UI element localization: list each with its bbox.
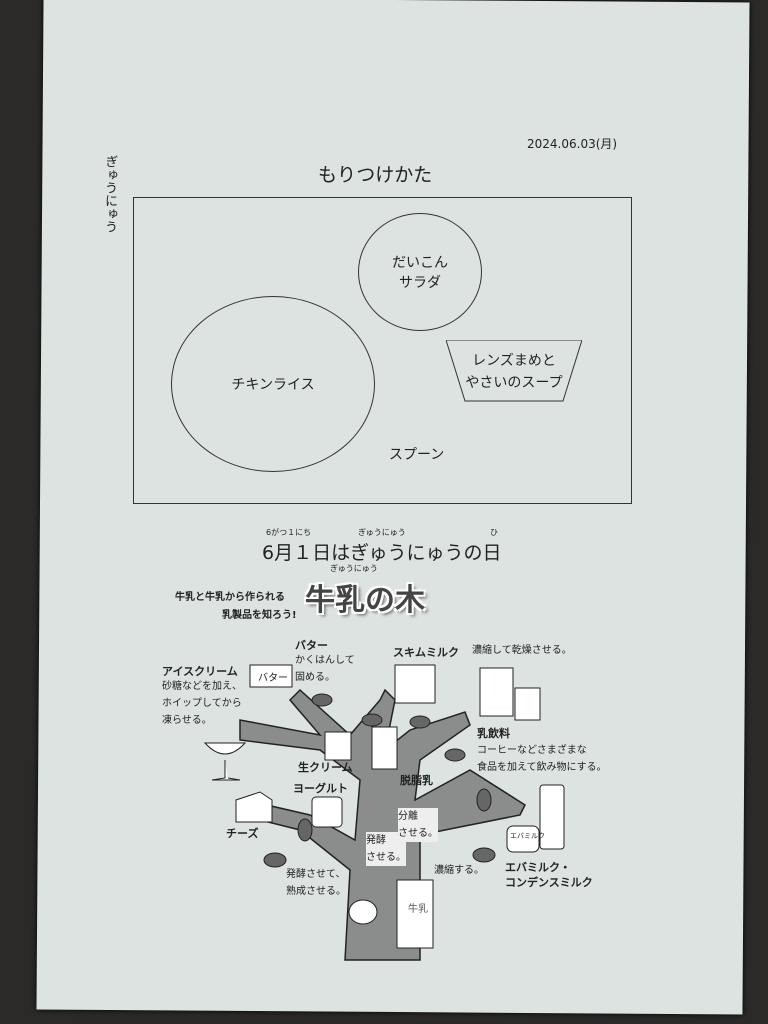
leaf	[444, 748, 466, 762]
side-label: ぎゅうにゅう	[102, 155, 117, 233]
tree-title-ruby: ぎゅうにゅう	[330, 564, 378, 573]
butter-pack-image	[249, 664, 293, 688]
ruby-milk: ぎゅうにゅう	[358, 528, 406, 537]
milk-carton-text: 牛乳	[408, 904, 428, 915]
butter-desc-1: かくはんして	[295, 655, 355, 666]
yogurt-label: ヨーグルト	[293, 782, 348, 795]
coffee-milk-carton-image	[479, 667, 514, 717]
milk-drink-label: 乳飲料	[477, 727, 510, 740]
evap-can-text: エバミルク	[510, 832, 545, 840]
cheese-image	[235, 791, 273, 823]
soup-bowl: レンズまめとやさいのスープ	[445, 339, 583, 402]
cream-carton-image	[324, 731, 352, 761]
leaf	[409, 715, 431, 729]
evap-label-1: エバミルク・	[505, 861, 571, 874]
tree-title: 牛乳の木	[305, 583, 425, 618]
lead-line-1: 牛乳と牛乳から作られる	[175, 592, 285, 603]
drink-box-image	[514, 687, 541, 721]
drink-desc-2: 食品を加えて飲み物にする。	[477, 762, 607, 773]
cream-label: 生クリーム	[298, 761, 353, 774]
evap-label-2: コンデンスミルク	[505, 876, 593, 889]
soup-label-1: レンズまめと	[472, 353, 556, 369]
spoon-label: スプーン	[389, 447, 445, 463]
rice-label: チキンライス	[231, 377, 315, 393]
cheese-desc-2: 熟成させる。	[286, 886, 346, 897]
ice-desc-3: 凍らせる。	[162, 715, 212, 726]
separate-1: 分離	[398, 811, 418, 822]
ice-desc-1: 砂糖などを加え、	[162, 681, 242, 692]
ice-cream-cup-image	[203, 742, 247, 781]
leaf	[297, 818, 313, 842]
ferment-2: させる。	[366, 852, 406, 863]
butter-label: バター	[295, 639, 328, 652]
leaf	[476, 788, 492, 812]
ruby-date: 6がつ１にち	[266, 528, 312, 537]
icecream-label: アイスクリーム	[162, 665, 238, 678]
cheese-label: チーズ	[226, 827, 259, 840]
evap-desc: 濃縮する。	[434, 865, 484, 876]
skim-milk-carton-image	[371, 726, 398, 770]
tray-layout: だいこんサラダ チキンライス レンズまめとやさいのスープ スプーン	[133, 197, 632, 504]
skim-milk-bag-image	[394, 664, 436, 704]
lead-line-2: 乳製品を知ろう!	[222, 610, 297, 621]
ferment-1: 発酵	[366, 835, 386, 846]
skim-desc: 濃縮して乾燥させる。	[472, 645, 572, 656]
skim-milk-label: 脱脂乳	[400, 774, 433, 787]
cow-image	[348, 899, 378, 925]
soup-label-2: やさいのスープ	[465, 375, 563, 391]
layout-title: もりつけかた	[318, 164, 433, 186]
salad-plate: だいこんサラダ	[358, 213, 482, 331]
milk-day-heading: 6がつ１にち ぎゅうにゅう ひ 6月１日はぎゅうにゅうの日	[262, 528, 502, 565]
ruby-day: ひ	[490, 528, 498, 537]
date: 2024.06.03(月)	[527, 137, 618, 151]
yogurt-cup-image	[311, 796, 343, 828]
evaporated-milk-can-image	[506, 825, 540, 853]
skim-label: スキムミルク	[393, 646, 459, 659]
butter-desc-2: 固める。	[295, 672, 335, 683]
salad-label-1: だいこん	[392, 255, 448, 271]
condensed-milk-tube-image	[539, 784, 565, 850]
leaf	[472, 847, 496, 863]
leaf	[311, 693, 333, 707]
salad-label-2: サラダ	[399, 275, 441, 291]
leaf	[361, 713, 383, 727]
butter-pack-text: バター	[258, 673, 288, 684]
milk-carton-image	[396, 879, 434, 949]
separate-2: させる。	[398, 828, 438, 839]
heading-text: 6月１日はぎゅうにゅうの日	[262, 542, 502, 564]
cheese-desc-1: 発酵させて、	[286, 869, 346, 880]
rice-plate: チキンライス	[171, 296, 375, 472]
drink-desc-1: コーヒーなどさまざまな	[477, 745, 587, 756]
ice-desc-2: ホイップしてから	[162, 698, 242, 709]
leaf	[263, 852, 287, 868]
